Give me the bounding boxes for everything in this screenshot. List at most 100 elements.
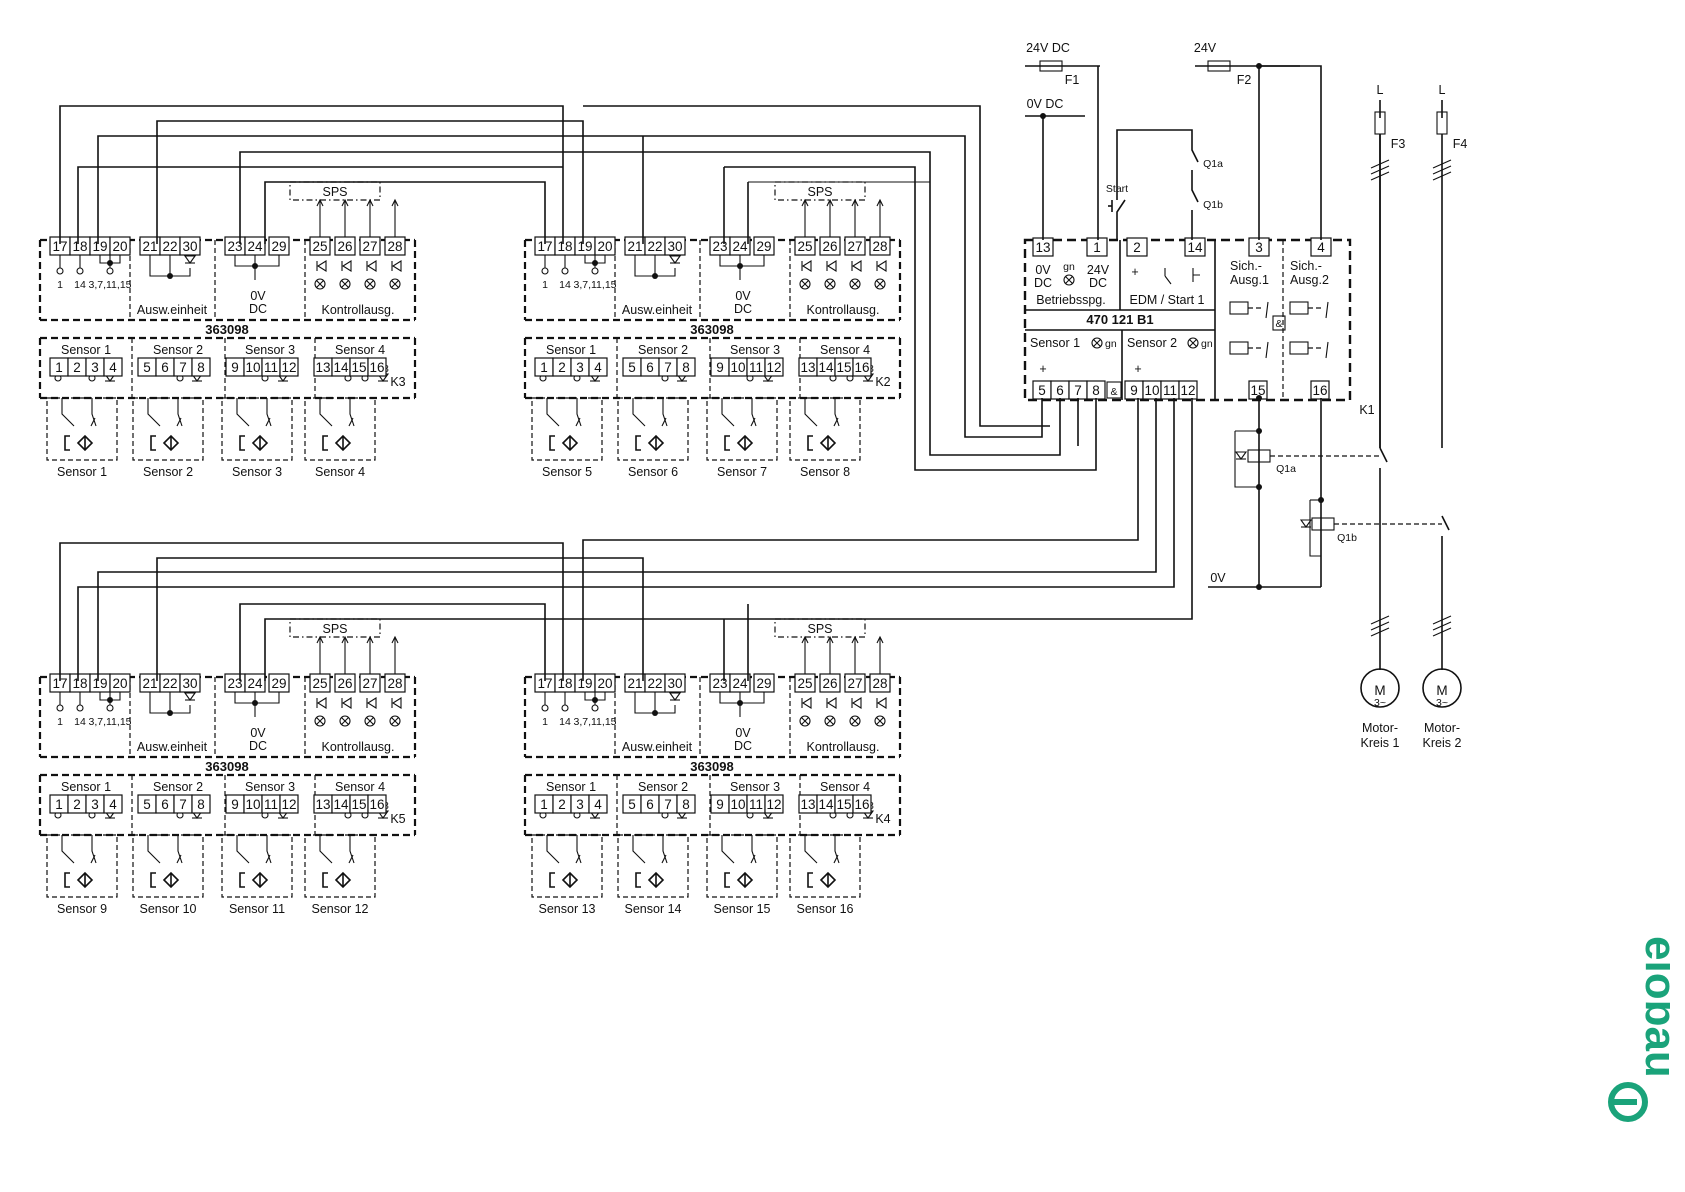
ausw-einheit-label: Ausw.einheit (137, 303, 208, 317)
controller-sich1-label: Sich.- (1230, 259, 1262, 273)
junction-dot (252, 263, 258, 269)
terminal-number: 29 (271, 239, 286, 254)
kontrollausg-label: Kontrollausg. (322, 740, 395, 754)
terminal-box (852, 357, 872, 377)
terminal-box (664, 236, 686, 256)
control-output-diode (366, 260, 377, 272)
lamp-circle (849, 278, 861, 290)
bottom-terminal-10: 10 (243, 794, 263, 814)
diode-triangle (876, 697, 887, 709)
bottom-terminal-9: 9 (225, 794, 245, 814)
sensor-code-diamond (76, 434, 94, 452)
terminal-number: 9 (716, 797, 724, 812)
controller-frame (1023, 238, 1352, 402)
controller-sensor1-gn: gn (1105, 338, 1117, 350)
bottom-terminal-11: 11 (261, 794, 281, 814)
terminal-number: 19 (577, 239, 592, 254)
sensor-group-label: Sensor 4 (335, 780, 385, 794)
edm-contact (1164, 268, 1172, 285)
three-phase-tick (1432, 621, 1452, 631)
terminal-number: 11 (749, 360, 763, 375)
lamp-cross (366, 280, 374, 288)
terminal-box (852, 794, 872, 814)
sensor-contact-nc (147, 835, 161, 864)
sensor-sensor-15: Sensor 15 (706, 834, 778, 916)
sensor-contact-no (177, 398, 183, 427)
dc-label: DC (249, 302, 267, 316)
top-terminal-20: 20 (594, 236, 616, 256)
bottom-terminal-15: 15 (834, 357, 854, 377)
terminal-number: 6 (161, 797, 169, 812)
start-switch (1116, 199, 1126, 240)
q1a-contact-label: Q1a (1203, 158, 1223, 170)
terminal-number: 30 (182, 239, 197, 254)
top-terminal-24: 24 (729, 673, 751, 693)
pin-marker (56, 704, 64, 712)
top-terminal-24: 24 (244, 236, 266, 256)
wire-k3-18 (77, 166, 563, 244)
sensor-contact-no (834, 835, 840, 864)
controller-ausg2-label: Ausg.2 (1290, 273, 1329, 287)
terminal-number: 26 (337, 676, 352, 691)
top-terminal-20: 20 (594, 673, 616, 693)
lamp-cross (851, 717, 859, 725)
lamp-cross (1065, 276, 1073, 284)
interconnect-wires (59, 105, 1193, 681)
terminal-number: 27 (362, 239, 377, 254)
terminal-number: 7 (1074, 383, 1082, 398)
terminal-number: 12 (281, 360, 296, 375)
terminal-box (367, 794, 387, 814)
diode-triangle (183, 692, 197, 701)
zero-v-label: 0V (250, 726, 266, 740)
control-output-lamp-icon (799, 278, 811, 290)
sps-arrow (391, 635, 399, 644)
sensor-frame (221, 397, 293, 461)
terminal-number: 25 (312, 239, 327, 254)
top-terminal-18: 18 (554, 673, 576, 693)
sps-arrow (316, 198, 324, 207)
terminal-box (191, 794, 211, 814)
terminal-number: 3 (91, 360, 99, 375)
pin-sub-label: 3,7,11,15 (573, 716, 616, 728)
lamp-cross (391, 717, 399, 725)
sensor-code-diamond (334, 871, 352, 889)
wire-q1a-contact (1116, 129, 1199, 196)
terminal-number: 5 (628, 360, 636, 375)
control-output-diode (876, 697, 887, 709)
top-terminal-21: 21 (624, 236, 646, 256)
top-terminal-28: 28 (869, 236, 891, 256)
phase-l-label: L (1377, 83, 1384, 97)
top-terminal-19: 19 (574, 673, 596, 693)
lamp-cross (876, 717, 884, 725)
bottom-terminal-3: 3 (570, 794, 590, 814)
sps-label: SPS (322, 185, 347, 199)
terminal-number: 6 (646, 797, 654, 812)
junction-dot (1256, 584, 1262, 590)
control-output-diode (391, 697, 402, 709)
terminal-number: 15 (836, 360, 851, 375)
control-output-diode (366, 697, 377, 709)
logo-wordmark: elobau (1636, 936, 1670, 1078)
top-terminal-25: 25 (794, 236, 816, 256)
controller-top-terminal-3: 3 (1248, 237, 1270, 257)
terminal-number: 19 (92, 239, 107, 254)
lamp-circle (874, 278, 886, 290)
controller-dc-label: DC (1034, 276, 1052, 290)
bottom-terminal-4: 4 (588, 794, 608, 814)
sensor-contact-nc (721, 398, 735, 427)
terminal-number: 29 (271, 676, 286, 691)
lamp-circle (364, 715, 376, 727)
top-terminal-28: 28 (384, 236, 406, 256)
sensor-code-diamond (251, 871, 269, 889)
sensor-group-label: Sensor 4 (820, 343, 870, 357)
bottom-terminal-14: 14 (816, 794, 836, 814)
pin-marker (106, 267, 114, 275)
phase-l-label: L (1439, 83, 1446, 97)
bottom-terminal-16: 16 (367, 794, 387, 814)
terminal-number: 4 (594, 360, 602, 375)
control-output-diode (876, 260, 887, 272)
terminal-box (664, 673, 686, 693)
terminal-number: 11 (1163, 383, 1177, 398)
lamp-circle (314, 715, 326, 727)
